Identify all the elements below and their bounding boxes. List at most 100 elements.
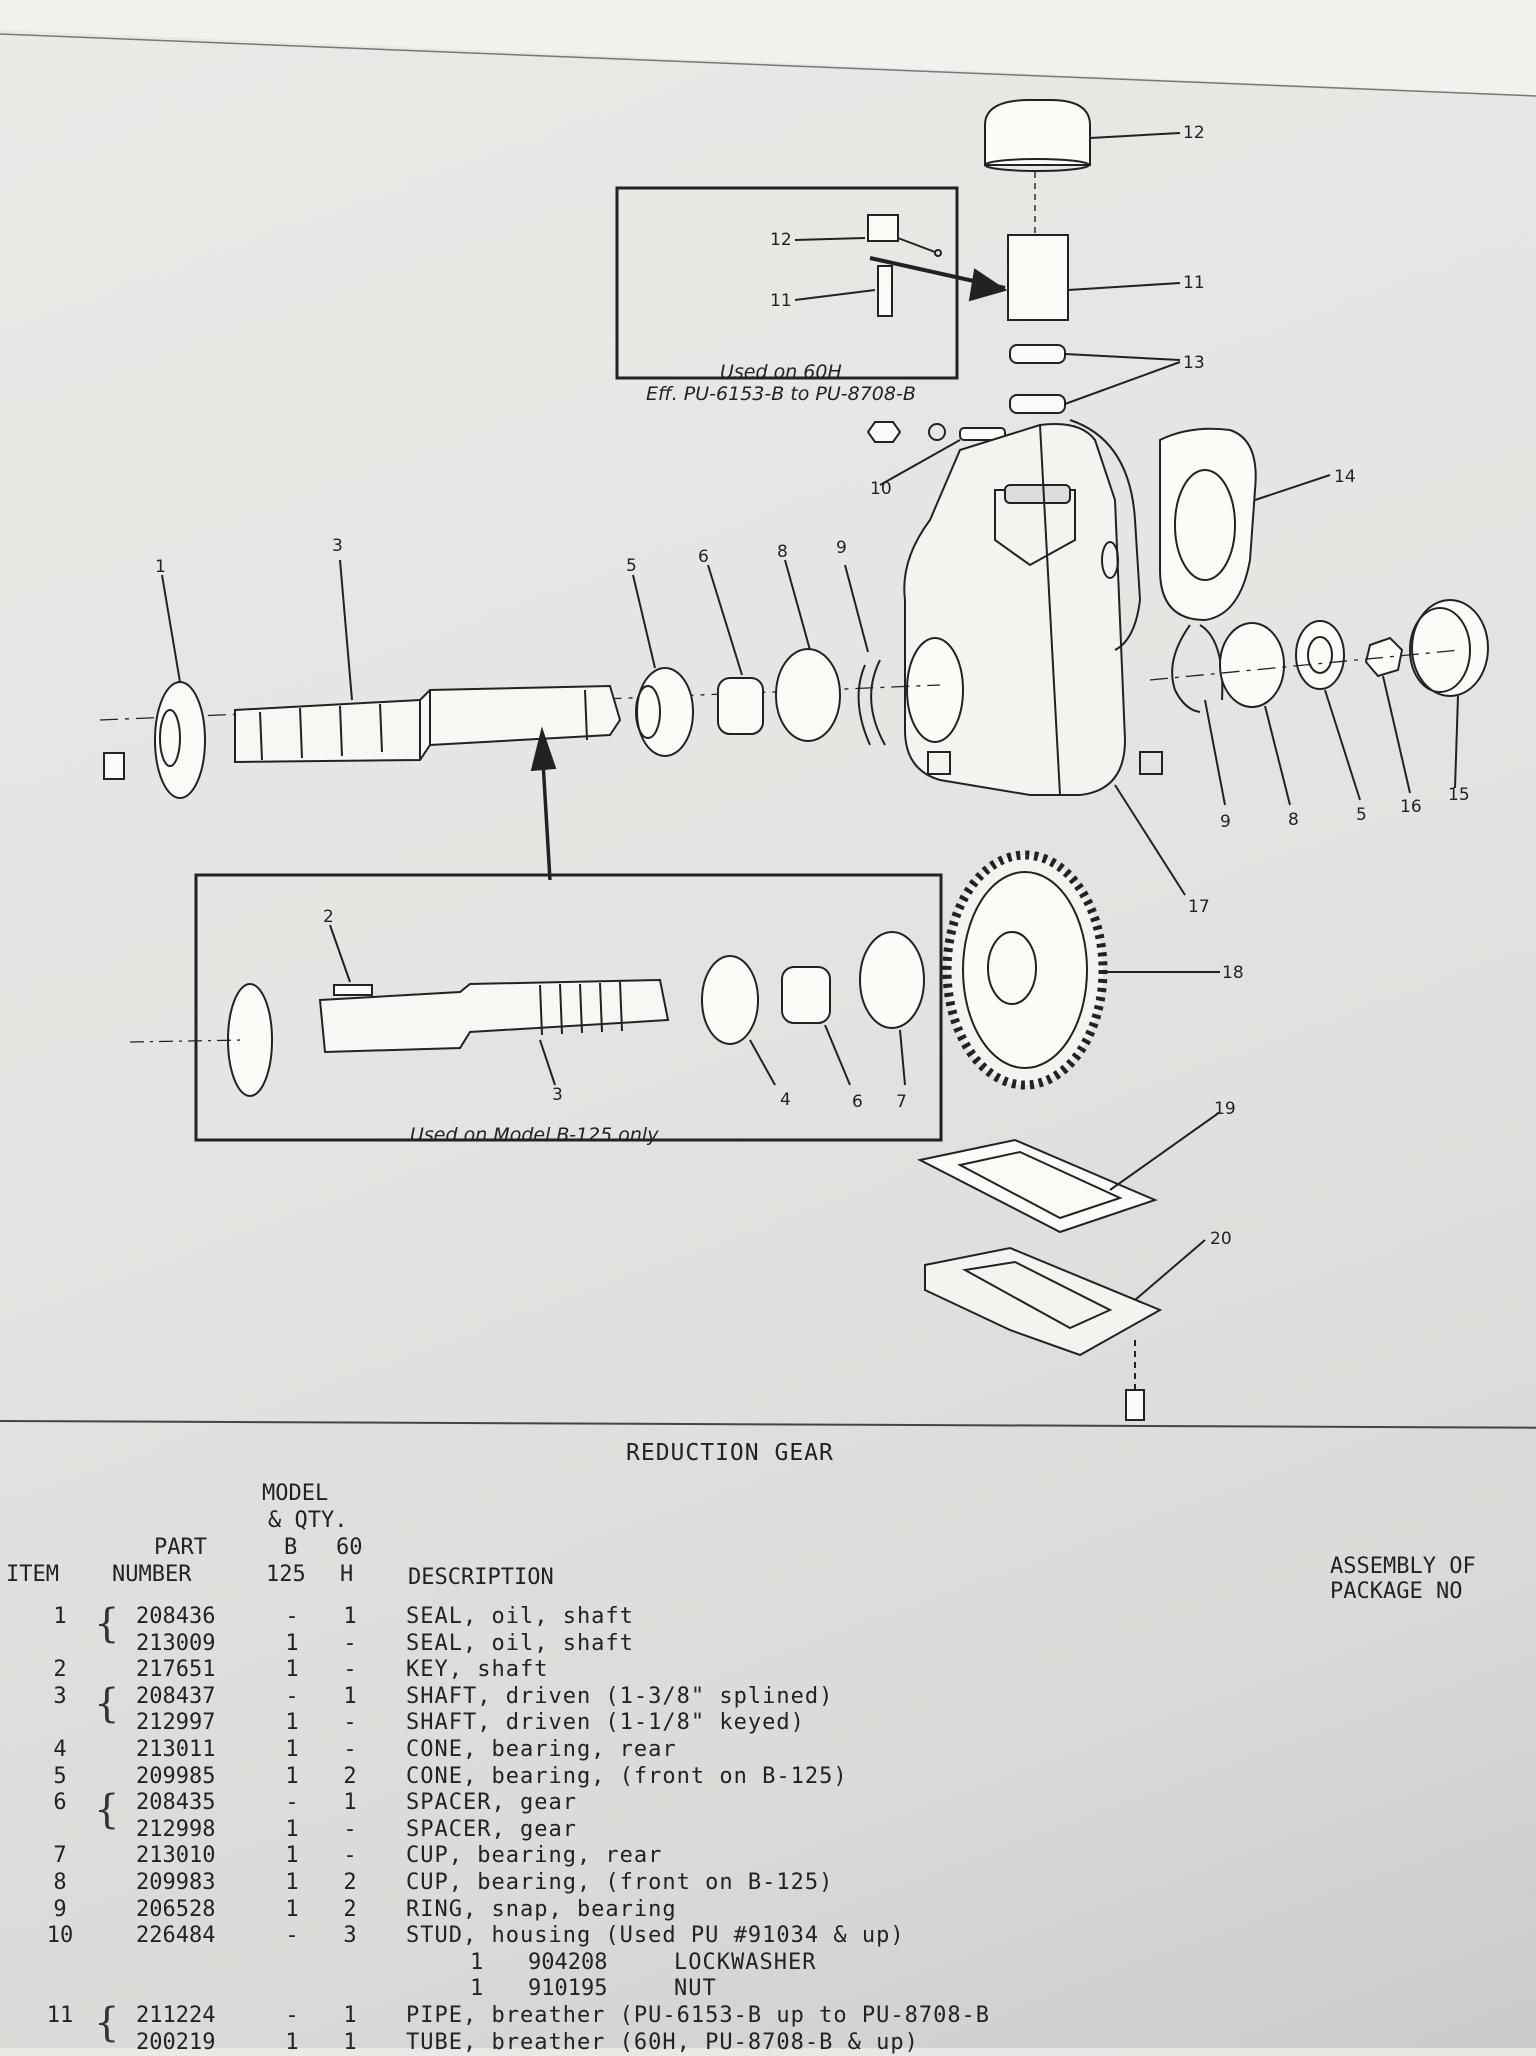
header-h: H	[340, 1561, 353, 1588]
part-description: SPACER, gear	[406, 1817, 577, 1842]
qty-b125: -	[272, 1923, 312, 1948]
callout-12-inset: 12	[770, 230, 792, 250]
callout-9-right: 9	[1220, 812, 1231, 832]
callout-9: 9	[836, 538, 847, 558]
qty-60h: 2	[330, 1897, 370, 1922]
callout-6-inset: 6	[852, 1092, 863, 1112]
inset-caption-60h: Used on 60H	[720, 361, 842, 383]
callout-20: 20	[1210, 1229, 1232, 1249]
callout-5-right: 5	[1356, 805, 1367, 825]
qty-b125: 1	[272, 1843, 312, 1868]
part-description: PIPE, breather (PU-6153-B up to PU-8708-…	[406, 2003, 990, 2028]
bearing-cone-5	[637, 668, 693, 756]
part-number: 212998	[136, 1817, 215, 1842]
sub-part-qty: 1	[470, 1976, 483, 2001]
header-part-line1: PART	[154, 1534, 207, 1561]
callout-8-right: 8	[1288, 810, 1299, 830]
header-description: DESCRIPTION	[408, 1564, 554, 1591]
item-number: 1	[40, 1604, 80, 1629]
part-description: CONE, bearing, (front on B-125)	[406, 1764, 848, 1789]
header-model-line1: MODEL	[262, 1480, 328, 1507]
sub-part-description: NUT	[674, 1976, 717, 2001]
header-model-line2: & QTY.	[268, 1507, 347, 1534]
qty-60h: 1	[330, 1684, 370, 1709]
sub-parts-row: 1 904208 LOCKWASHER	[0, 1950, 1536, 1977]
callout-19: 19	[1214, 1099, 1236, 1119]
part-description: KEY, shaft	[406, 1657, 548, 1682]
qty-b125: 1	[272, 1657, 312, 1682]
part-number: 212997	[136, 1710, 215, 1735]
item-number: 11	[40, 2003, 80, 2028]
exploded-parts-diagram: 12 11 13 14 12 11 10 1 3 5 6 8 9 9 8 5 1…	[0, 0, 1536, 1440]
part-number: 213011	[136, 1737, 215, 1762]
qty-b125: -	[272, 1604, 312, 1629]
part-number: 213009	[136, 1631, 215, 1656]
part-number: 209985	[136, 1764, 215, 1789]
part-number: 217651	[136, 1657, 215, 1682]
sub-part-qty: 1	[470, 1950, 483, 1975]
part-description: TUBE, breather (60H, PU-8708-B & up)	[406, 2030, 919, 2055]
qty-b125: 1	[272, 1764, 312, 1789]
part-description: SHAFT, driven (1-1/8" keyed)	[406, 1710, 805, 1735]
driven-shaft-part	[235, 686, 620, 762]
part-description: SPACER, gear	[406, 1790, 577, 1815]
header-item: ITEM	[6, 1561, 59, 1588]
item-number: 2	[40, 1657, 80, 1682]
part-description: CUP, bearing, rear	[406, 1843, 662, 1868]
qty-b125: 1	[272, 1817, 312, 1842]
part-description: SEAL, oil, shaft	[406, 1631, 634, 1656]
callout-5: 5	[626, 556, 637, 576]
header-assembly-line2: PACKAGE NO	[1330, 1579, 1476, 1604]
cover-20	[925, 1248, 1160, 1355]
qty-60h: -	[330, 1657, 370, 1682]
callout-7: 7	[896, 1092, 907, 1112]
part-number: 208437	[136, 1684, 215, 1709]
qty-60h: 2	[330, 1764, 370, 1789]
inset-caption-b125: Used on Model B-125 only	[410, 1124, 659, 1146]
callout-3: 3	[332, 536, 343, 556]
spacer-6	[718, 678, 763, 734]
item-number: 7	[40, 1843, 80, 1868]
part-number: 213010	[136, 1843, 215, 1868]
callout-10: 10	[870, 479, 892, 499]
gasket-13-upper	[1010, 345, 1065, 363]
sub-part-number: 904208	[528, 1950, 607, 1975]
qty-b125: 1	[272, 1870, 312, 1895]
bearing-cone-right	[1296, 621, 1344, 689]
gear-housing-part	[904, 420, 1162, 795]
qty-60h: -	[330, 1631, 370, 1656]
item-number: 6	[40, 1790, 80, 1815]
callout-2: 2	[323, 907, 334, 927]
part-description: CUP, bearing, (front on B-125)	[406, 1870, 833, 1895]
header-assembly-line1: ASSEMBLY OF	[1330, 1554, 1476, 1579]
part-description: RING, snap, bearing	[406, 1897, 677, 1922]
cover-bolt	[1126, 1390, 1144, 1420]
qty-60h: -	[330, 1737, 370, 1762]
part-number: 209983	[136, 1870, 215, 1895]
bearing-cup-right	[1220, 623, 1284, 707]
qty-60h: -	[330, 1710, 370, 1735]
part-description: SEAL, oil, shaft	[406, 1604, 634, 1629]
nut-16	[1366, 638, 1402, 676]
gasket-19	[920, 1140, 1155, 1232]
sub-part-description: LOCKWASHER	[674, 1950, 816, 1975]
snap-ring-9	[859, 660, 885, 745]
header-b: B	[284, 1534, 297, 1561]
reduction-gear-18	[947, 855, 1103, 1085]
qty-60h: 2	[330, 1870, 370, 1895]
qty-b125: 1	[272, 1710, 312, 1735]
callout-1: 1	[155, 557, 166, 577]
part-number: 211224	[136, 2003, 215, 2028]
item-number: 9	[40, 1897, 80, 1922]
